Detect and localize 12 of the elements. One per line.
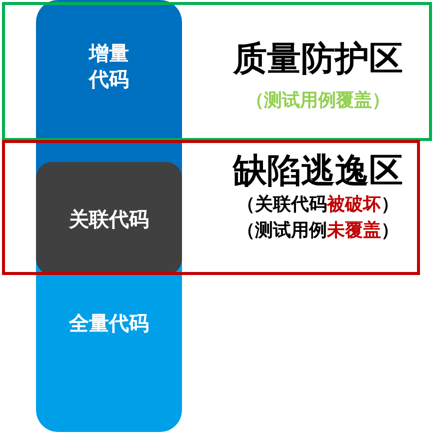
segment-label: 全量代码 bbox=[69, 310, 149, 336]
zone-title: 缺陷逃逸区 bbox=[231, 151, 404, 191]
zone-title: 质量防护区 bbox=[232, 39, 404, 79]
segment-label: 关联代码 bbox=[69, 206, 149, 232]
zone-note: （测试用例覆盖） bbox=[245, 89, 391, 113]
code-segment bbox=[36, 0, 182, 162]
zone-frame bbox=[2, 2, 432, 141]
zone-note: （关联代码被破坏） bbox=[236, 193, 400, 217]
zone-note: （测试用例未覆盖） bbox=[236, 219, 400, 243]
segment-label: 增量代码 bbox=[87, 40, 130, 92]
zone-frame bbox=[2, 140, 420, 275]
code-segment bbox=[36, 275, 182, 432]
